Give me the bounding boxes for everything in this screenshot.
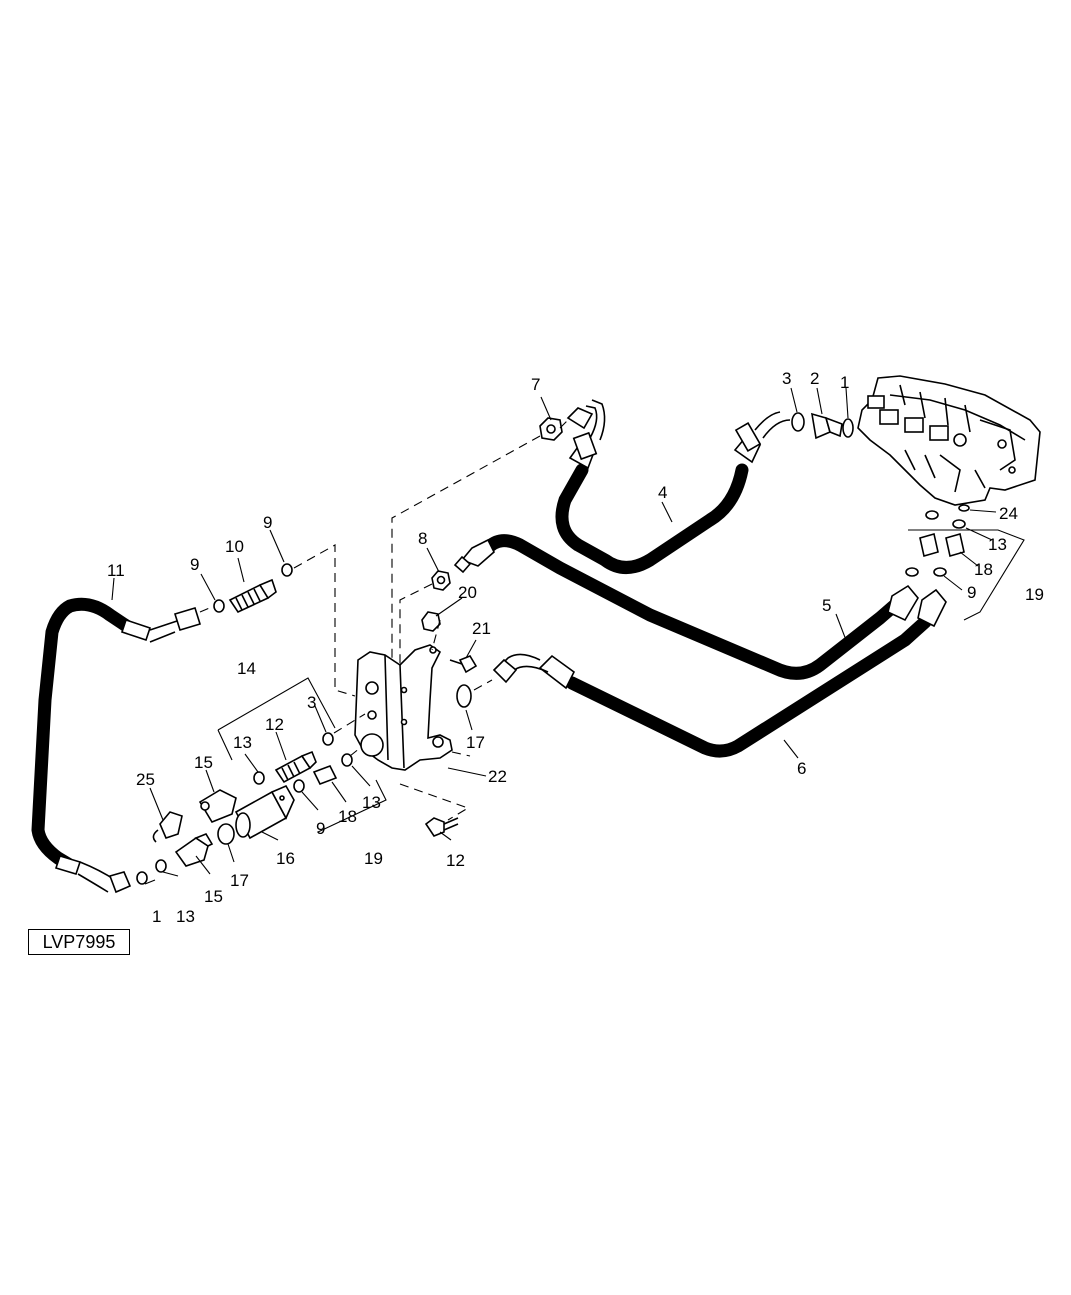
callout-18-right: 18 [974, 560, 993, 579]
callout-12-bottom: 12 [446, 851, 465, 870]
hose-11-fittings [54, 607, 202, 894]
hose-4-fittings [566, 399, 791, 470]
callout-12-mid: 12 [265, 715, 284, 734]
callout-9-mid: 9 [316, 819, 325, 838]
callout-9-right: 9 [967, 583, 976, 602]
callout-9-left-b: 9 [263, 513, 272, 532]
callout-21: 21 [472, 619, 491, 638]
group-bracket-19-right [908, 529, 1025, 621]
callout-13-mid-a: 13 [176, 907, 195, 926]
hose-6-fittings [492, 588, 947, 690]
fitting-10 [213, 563, 293, 614]
callout-17-right: 17 [466, 733, 485, 752]
callout-15-b: 15 [204, 887, 223, 906]
callout-15-a: 15 [194, 753, 213, 772]
ring-1-lower [136, 871, 148, 885]
nut-8 [431, 570, 451, 591]
bolt-12-bottom [424, 817, 459, 837]
group-bracket-14 [217, 677, 336, 761]
ring-13-mid [341, 753, 353, 767]
callout-6: 6 [797, 759, 806, 778]
hose-5-fittings [453, 538, 919, 622]
washer-17-right [456, 684, 472, 708]
callout-18-mid: 18 [338, 807, 357, 826]
washer-17-left [217, 823, 235, 845]
nut-7 [539, 417, 563, 441]
coupler-15-lower [174, 833, 214, 867]
callout-22: 22 [488, 767, 507, 786]
right-fittings [905, 504, 970, 577]
alignment-dashes [199, 419, 569, 821]
callout-1-bottom: 1 [152, 907, 161, 926]
mounting-bracket-22 [354, 644, 453, 771]
callout-19-right: 19 [1025, 585, 1044, 604]
callout-19-mid: 19 [364, 849, 383, 868]
leader-lines [111, 387, 997, 885]
hose-5 [481, 534, 902, 680]
ring-13-lower [155, 859, 167, 873]
callout-labels: 1 2 3 7 4 24 13 18 9 19 5 6 8 20 21 17 2… [107, 369, 1044, 926]
fitting-12-group [253, 732, 334, 785]
callout-3-top: 3 [782, 369, 791, 388]
hose-4 [555, 463, 749, 574]
callout-16: 16 [276, 849, 295, 868]
group-bracket-19-mid [317, 779, 387, 833]
dust-cap-25 [152, 811, 183, 843]
callout-20: 20 [458, 583, 477, 602]
fittings-3-2-1-top [791, 412, 854, 440]
callout-13-right: 13 [988, 535, 1007, 554]
coupler-15-upper [198, 789, 237, 823]
callout-8: 8 [418, 529, 427, 548]
ring-9-mid [293, 779, 305, 793]
hose-11 [31, 597, 135, 871]
callout-17-left: 17 [230, 871, 249, 890]
fitting-18-mid [312, 764, 338, 786]
callout-13-left: 13 [233, 733, 252, 752]
callout-7: 7 [531, 375, 540, 394]
callout-24: 24 [999, 504, 1018, 523]
figure-id-label: LVP7995 [28, 929, 130, 955]
coupler-16 [234, 784, 295, 840]
callout-25: 25 [136, 770, 155, 789]
callout-3-mid: 3 [307, 693, 316, 712]
nut-20 [421, 611, 441, 632]
callout-5: 5 [822, 596, 831, 615]
callout-13-mid-b: 13 [362, 793, 381, 812]
callout-11: 11 [107, 561, 125, 580]
callout-2-top: 2 [810, 369, 819, 388]
callout-1-top: 1 [840, 373, 849, 392]
bolt-21 [449, 655, 478, 674]
callout-9-left-a: 9 [190, 555, 199, 574]
control-valve-assembly [857, 375, 1041, 506]
callout-4: 4 [658, 483, 667, 502]
hose-6 [565, 615, 932, 758]
callout-14: 14 [237, 659, 256, 678]
callout-10: 10 [225, 537, 244, 556]
